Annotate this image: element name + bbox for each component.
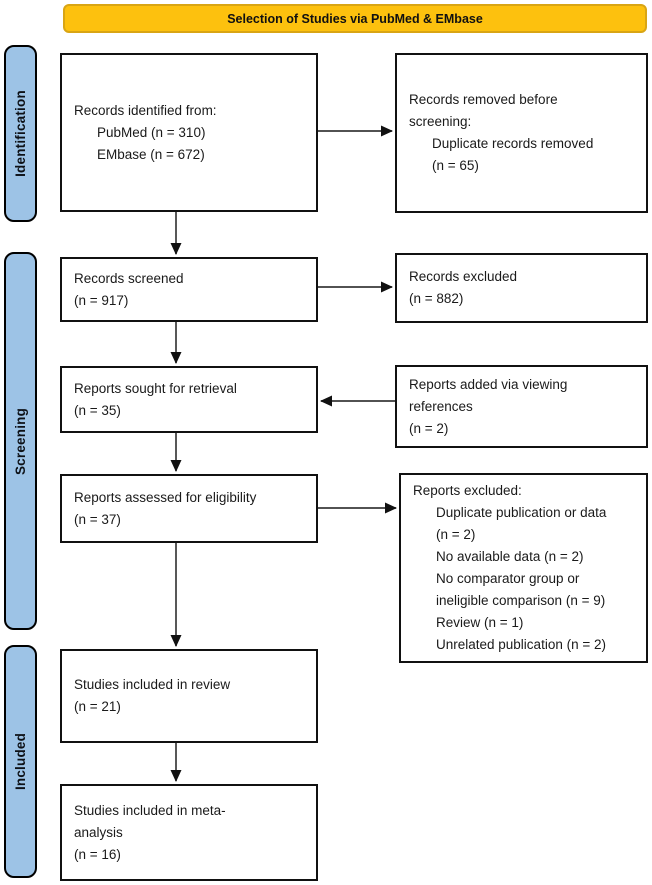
box-line: (n = 2) (409, 420, 449, 436)
box-line: Duplicate records removed (432, 136, 594, 151)
box-line: (n = 21) (74, 699, 121, 714)
box-line: (n = 35) (74, 402, 121, 418)
box-line: Unrelated publication (n = 2) (436, 637, 606, 652)
box-line: (n = 37) (74, 511, 121, 527)
diagram-title-banner: Selection of Studies via PubMed & EMbase (63, 4, 647, 33)
box-line: (n = 16) (74, 846, 121, 862)
box-reports-excluded: Reports excluded: Duplicate publication … (399, 473, 648, 663)
box-line: Duplicate publication or data (436, 505, 607, 520)
box-line: Studies included in meta- (74, 802, 226, 818)
box-reports-sought: Reports sought for retrieval (n = 35) (60, 366, 318, 433)
box-line: Reports added via viewing (409, 376, 568, 392)
box-line: (n = 2) (436, 527, 476, 542)
box-line: EMbase (n = 672) (97, 146, 205, 162)
diagram-title: Selection of Studies via PubMed & EMbase (227, 11, 483, 26)
box-line: references (409, 398, 473, 414)
box-line: Reports assessed for eligibility (74, 489, 257, 505)
box-records-identified: Records identified from: PubMed (n = 310… (60, 53, 318, 212)
box-line: screening: (409, 114, 472, 129)
box-line: PubMed (n = 310) (97, 124, 206, 140)
phase-label-identification: Identification (4, 45, 37, 222)
box-records-excluded: Records excluded (n = 882) (395, 253, 648, 323)
box-line: Reports sought for retrieval (74, 380, 237, 396)
box-line: (n = 882) (409, 291, 464, 306)
box-included-meta: Studies included in meta- analysis (n = … (60, 784, 318, 881)
box-line: No comparator group or (436, 571, 580, 586)
box-records-screened: Records screened (n = 917) (60, 257, 318, 322)
box-line: Records identified from: (74, 102, 217, 118)
box-line: Studies included in review (74, 677, 231, 692)
box-included-review: Studies included in review (n = 21) (60, 649, 318, 743)
phase-label-included: Included (4, 645, 37, 878)
box-line: Records screened (74, 270, 184, 286)
box-line: Review (n = 1) (436, 615, 524, 630)
box-line: Reports excluded: (413, 483, 522, 498)
phase-label-text: Included (13, 732, 29, 791)
box-line: (n = 65) (432, 158, 479, 173)
phase-label-screening: Screening (4, 252, 37, 630)
box-line: Records excluded (409, 269, 518, 284)
box-line: No available data (n = 2) (436, 549, 584, 564)
box-line: Records removed before (409, 92, 558, 107)
box-records-removed: Records removed before screening: Duplic… (395, 53, 648, 213)
phase-label-text: Identification (13, 90, 28, 177)
box-reports-added: Reports added via viewing references (n … (395, 365, 648, 448)
box-line: analysis (74, 824, 123, 840)
box-line: ineligible comparison (n = 9) (436, 593, 606, 608)
phase-label-text: Screening (13, 407, 29, 475)
box-line: (n = 917) (74, 292, 129, 308)
box-reports-assessed: Reports assessed for eligibility (n = 37… (60, 474, 318, 543)
